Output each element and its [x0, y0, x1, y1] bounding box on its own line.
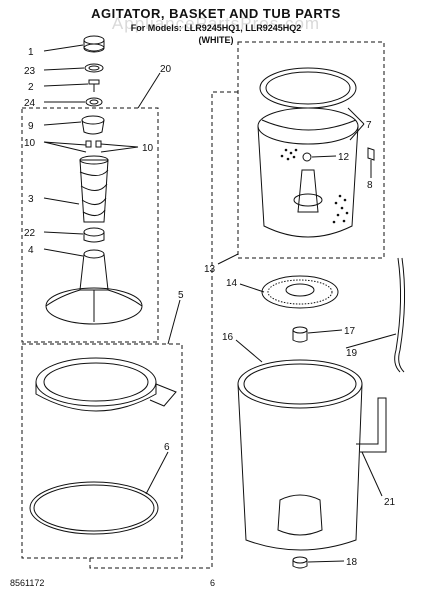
part-wash-basket	[257, 67, 359, 238]
part-bolt	[88, 79, 100, 92]
callout-12: 12	[338, 152, 350, 163]
callout-3: 3	[28, 194, 34, 205]
part-tub-nut	[292, 556, 308, 569]
part-drive-bell	[83, 227, 105, 243]
part-cap-seal	[84, 63, 104, 73]
callout-19: 19	[346, 348, 358, 359]
callout-14: 14	[226, 278, 238, 289]
part-tub-ring	[35, 357, 177, 412]
callout-2: 2	[28, 82, 34, 93]
part-agitator-base	[45, 249, 143, 325]
watermark: AppliancePartsPros.com	[111, 14, 321, 33]
basket-perforations	[280, 148, 349, 224]
group-box-20	[21, 107, 159, 343]
group-box-5	[21, 343, 183, 559]
part-agitator-cam	[81, 115, 105, 135]
callout-7: 7	[366, 120, 372, 131]
callout-23: 23	[24, 66, 36, 77]
part-basket-hub-nut	[302, 152, 312, 162]
callout-10-left: 10	[24, 138, 36, 149]
callout-17: 17	[344, 326, 356, 337]
part-auger	[79, 155, 109, 223]
callout-10-right: 10	[142, 143, 154, 154]
callout-18: 18	[346, 557, 358, 568]
callout-20: 20	[160, 64, 172, 75]
callout-22: 22	[24, 228, 36, 239]
model-line: For Models: LLR9245HQ1, LLR9245HQ2	[130, 23, 302, 33]
part-overflow-hose	[394, 257, 402, 373]
color-line: (WHITE)	[198, 35, 234, 45]
callout-24: 24	[24, 98, 36, 109]
callout-1: 1	[28, 47, 34, 58]
callouts: 1 23 2 24 9 10 10 3 22 4 20 5 6 7 8 12 1…	[24, 47, 396, 568]
leader-box-link	[89, 91, 238, 569]
callout-4: 4	[28, 245, 34, 256]
part-washer	[85, 97, 103, 107]
group-box-13	[237, 41, 385, 259]
diagram-title: AGITATOR, BASKET AND TUB PARTS	[91, 6, 341, 21]
callout-21: 21	[384, 497, 396, 508]
page-number: 6	[210, 578, 216, 588]
document-number: 8561172	[10, 578, 45, 588]
callout-8: 8	[367, 180, 373, 191]
part-agitator-dogs	[85, 140, 102, 148]
callout-5: 5	[178, 290, 184, 301]
part-outer-tub	[237, 359, 387, 551]
callout-6: 6	[164, 442, 170, 453]
part-agitator-cap	[83, 35, 105, 53]
callout-13: 13	[204, 264, 216, 275]
leader-lines	[43, 44, 397, 563]
callout-16: 16	[222, 332, 234, 343]
callout-9: 9	[28, 121, 34, 132]
part-basket-drive	[261, 275, 339, 309]
part-drive-hub	[292, 326, 308, 343]
part-basket-clip	[367, 147, 375, 168]
part-tub-gasket	[29, 481, 159, 535]
